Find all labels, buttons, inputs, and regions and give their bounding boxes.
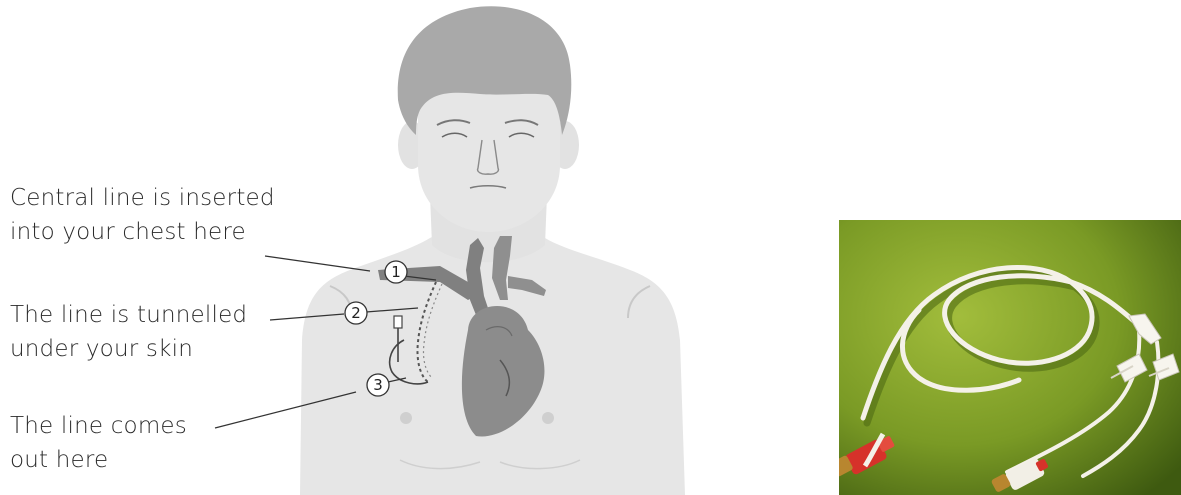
label-exit: The line comes out here	[10, 409, 187, 477]
marker-2: 2	[345, 302, 367, 324]
label-tunnelled-line-2: under your skin	[10, 332, 247, 366]
label-tunnelled: The line is tunnelled under your skin	[10, 298, 247, 366]
label-tunnelled-line-1: The line is tunnelled	[10, 298, 247, 332]
label-inserted-line-2: into your chest here	[10, 215, 275, 249]
catheter-photo	[839, 220, 1181, 495]
right-nipple	[542, 412, 554, 424]
left-nipple	[400, 412, 412, 424]
label-exit-line-2: out here	[10, 443, 187, 477]
marker-1-number: 1	[391, 263, 401, 281]
label-inserted-line-1: Central line is inserted	[10, 181, 275, 215]
marker-2-number: 2	[351, 304, 361, 322]
line-connector	[394, 316, 402, 328]
marker-3-number: 3	[373, 376, 383, 394]
marker-1: 1	[385, 261, 407, 283]
marker-3: 3	[367, 374, 389, 396]
leader-line-inserted	[265, 256, 370, 271]
label-exit-line-1: The line comes	[10, 409, 187, 443]
label-inserted: Central line is inserted into your chest…	[10, 181, 275, 249]
